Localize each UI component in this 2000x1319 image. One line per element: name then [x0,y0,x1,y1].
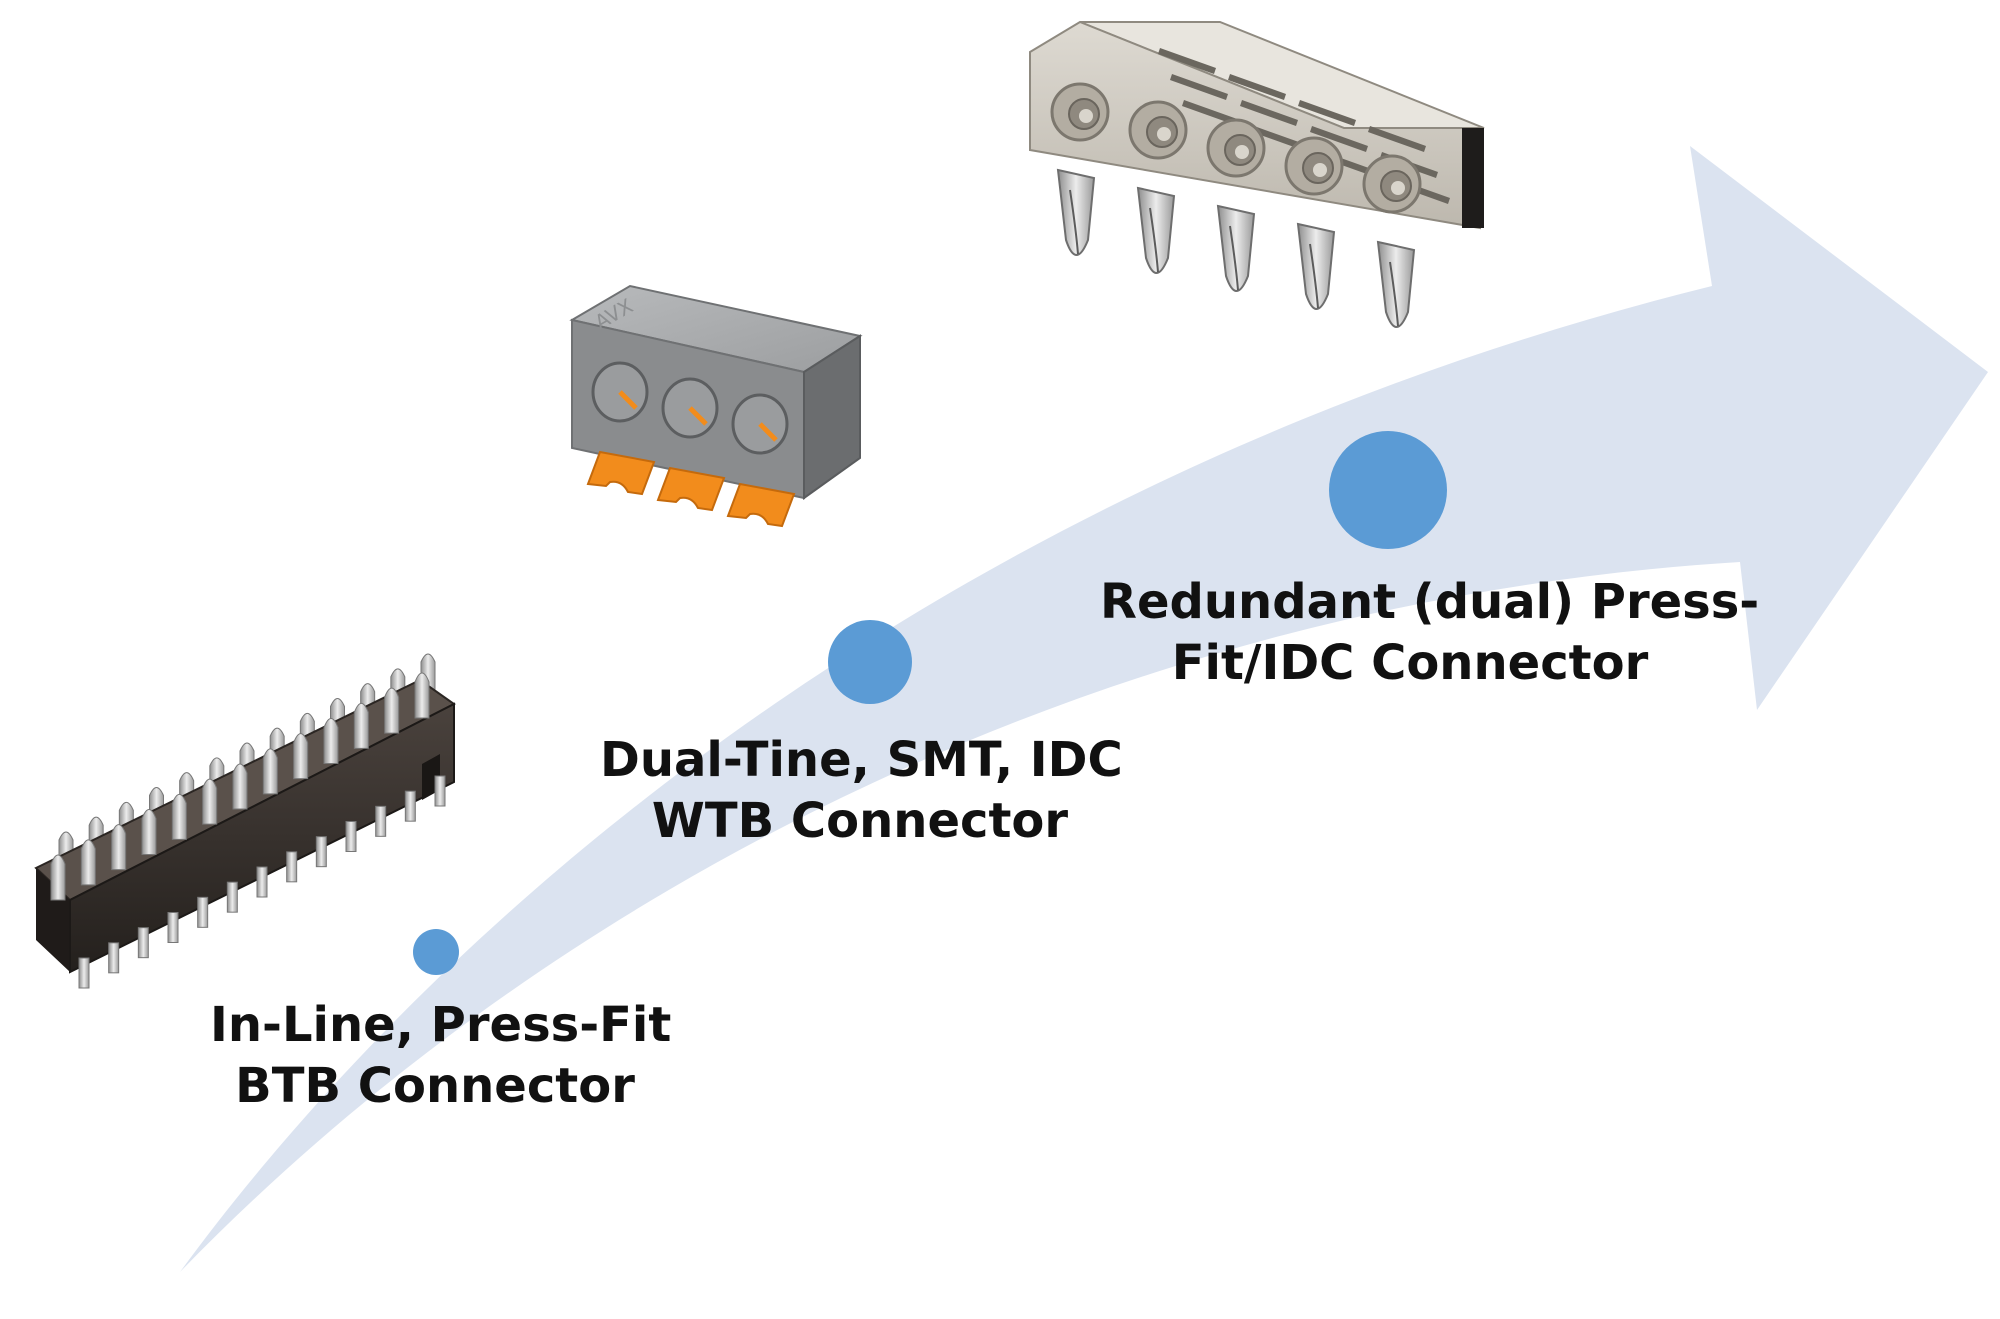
connector-pin-tail [434,775,446,807]
connector-pin-tail [137,927,149,959]
connector-pin [111,824,127,871]
connector-pin [171,793,187,840]
connector-pin-tail [404,790,416,822]
connector-pin-tail [315,836,327,868]
stage-3-label-line-1: Redundant (dual) Press- [1100,574,1760,630]
dual-tine-smt-idc-wtb-connector-image: AVX [569,284,863,528]
connector-pin [323,718,339,764]
press-fit-pin [1056,168,1096,256]
stage-3-label-line-2: Fit/IDC Connector [1171,635,1649,691]
press-fit-pin [1376,240,1416,328]
connector-pin-tail [345,821,357,852]
connector-pin-tail [197,896,209,928]
stage-1-label-line-1: In-Line, Press-Fit [210,997,672,1053]
connector-pin-tail [108,942,120,974]
connector-pin-tail [167,912,179,943]
connector-pin [353,702,369,749]
housing-slot [1240,100,1298,126]
connector-pin-tail [256,866,268,898]
stage-3-node [1329,431,1447,549]
housing-slot [1182,100,1240,126]
connector-pin [293,733,309,780]
stage-1-node [413,929,459,975]
stage-2-label: Dual-Tine, SMT, IDC WTB Connector [600,730,1123,852]
press-fit-pin [1136,186,1176,274]
stage-2-node [828,620,912,704]
connector-pin-tail [375,805,387,837]
connector-pin [50,854,66,901]
connector-pin [262,748,278,795]
connector-pin [232,763,248,810]
housing-slot [1310,126,1368,152]
connector-pin [202,778,218,825]
connector-pin-tail [78,957,90,989]
smt-contact [586,450,656,496]
press-fit-pin [1216,204,1256,292]
redundant-press-fit-idc-connector-image [1029,20,1485,328]
housing-slot [1228,74,1286,100]
progress-arrow [180,146,1988,1272]
housing-slot [1158,48,1216,74]
smt-contact [726,482,796,528]
connector-pin [141,809,157,855]
stage-2-label-line-2: WTB Connector [651,793,1069,849]
stage-2-label-line-1: Dual-Tine, SMT, IDC [600,732,1123,788]
connector-pin [80,839,96,886]
connector-pin-tail [286,851,298,883]
connector-pin-tail [226,881,238,913]
press-fit-pin [1296,222,1336,310]
stage-3-label: Redundant (dual) Press- Fit/IDC Connecto… [1100,572,1760,694]
connector-pin [384,687,400,734]
inline-press-fit-btb-connector-image [34,653,456,989]
stage-1-label: In-Line, Press-Fit BTB Connector [210,995,672,1117]
connector-pin [414,672,430,719]
stage-1-label-line-2: BTB Connector [235,1058,635,1114]
housing-slot [1368,126,1426,152]
smt-contact [656,466,726,512]
housing-slot [1170,74,1228,100]
housing-slot [1298,100,1356,126]
